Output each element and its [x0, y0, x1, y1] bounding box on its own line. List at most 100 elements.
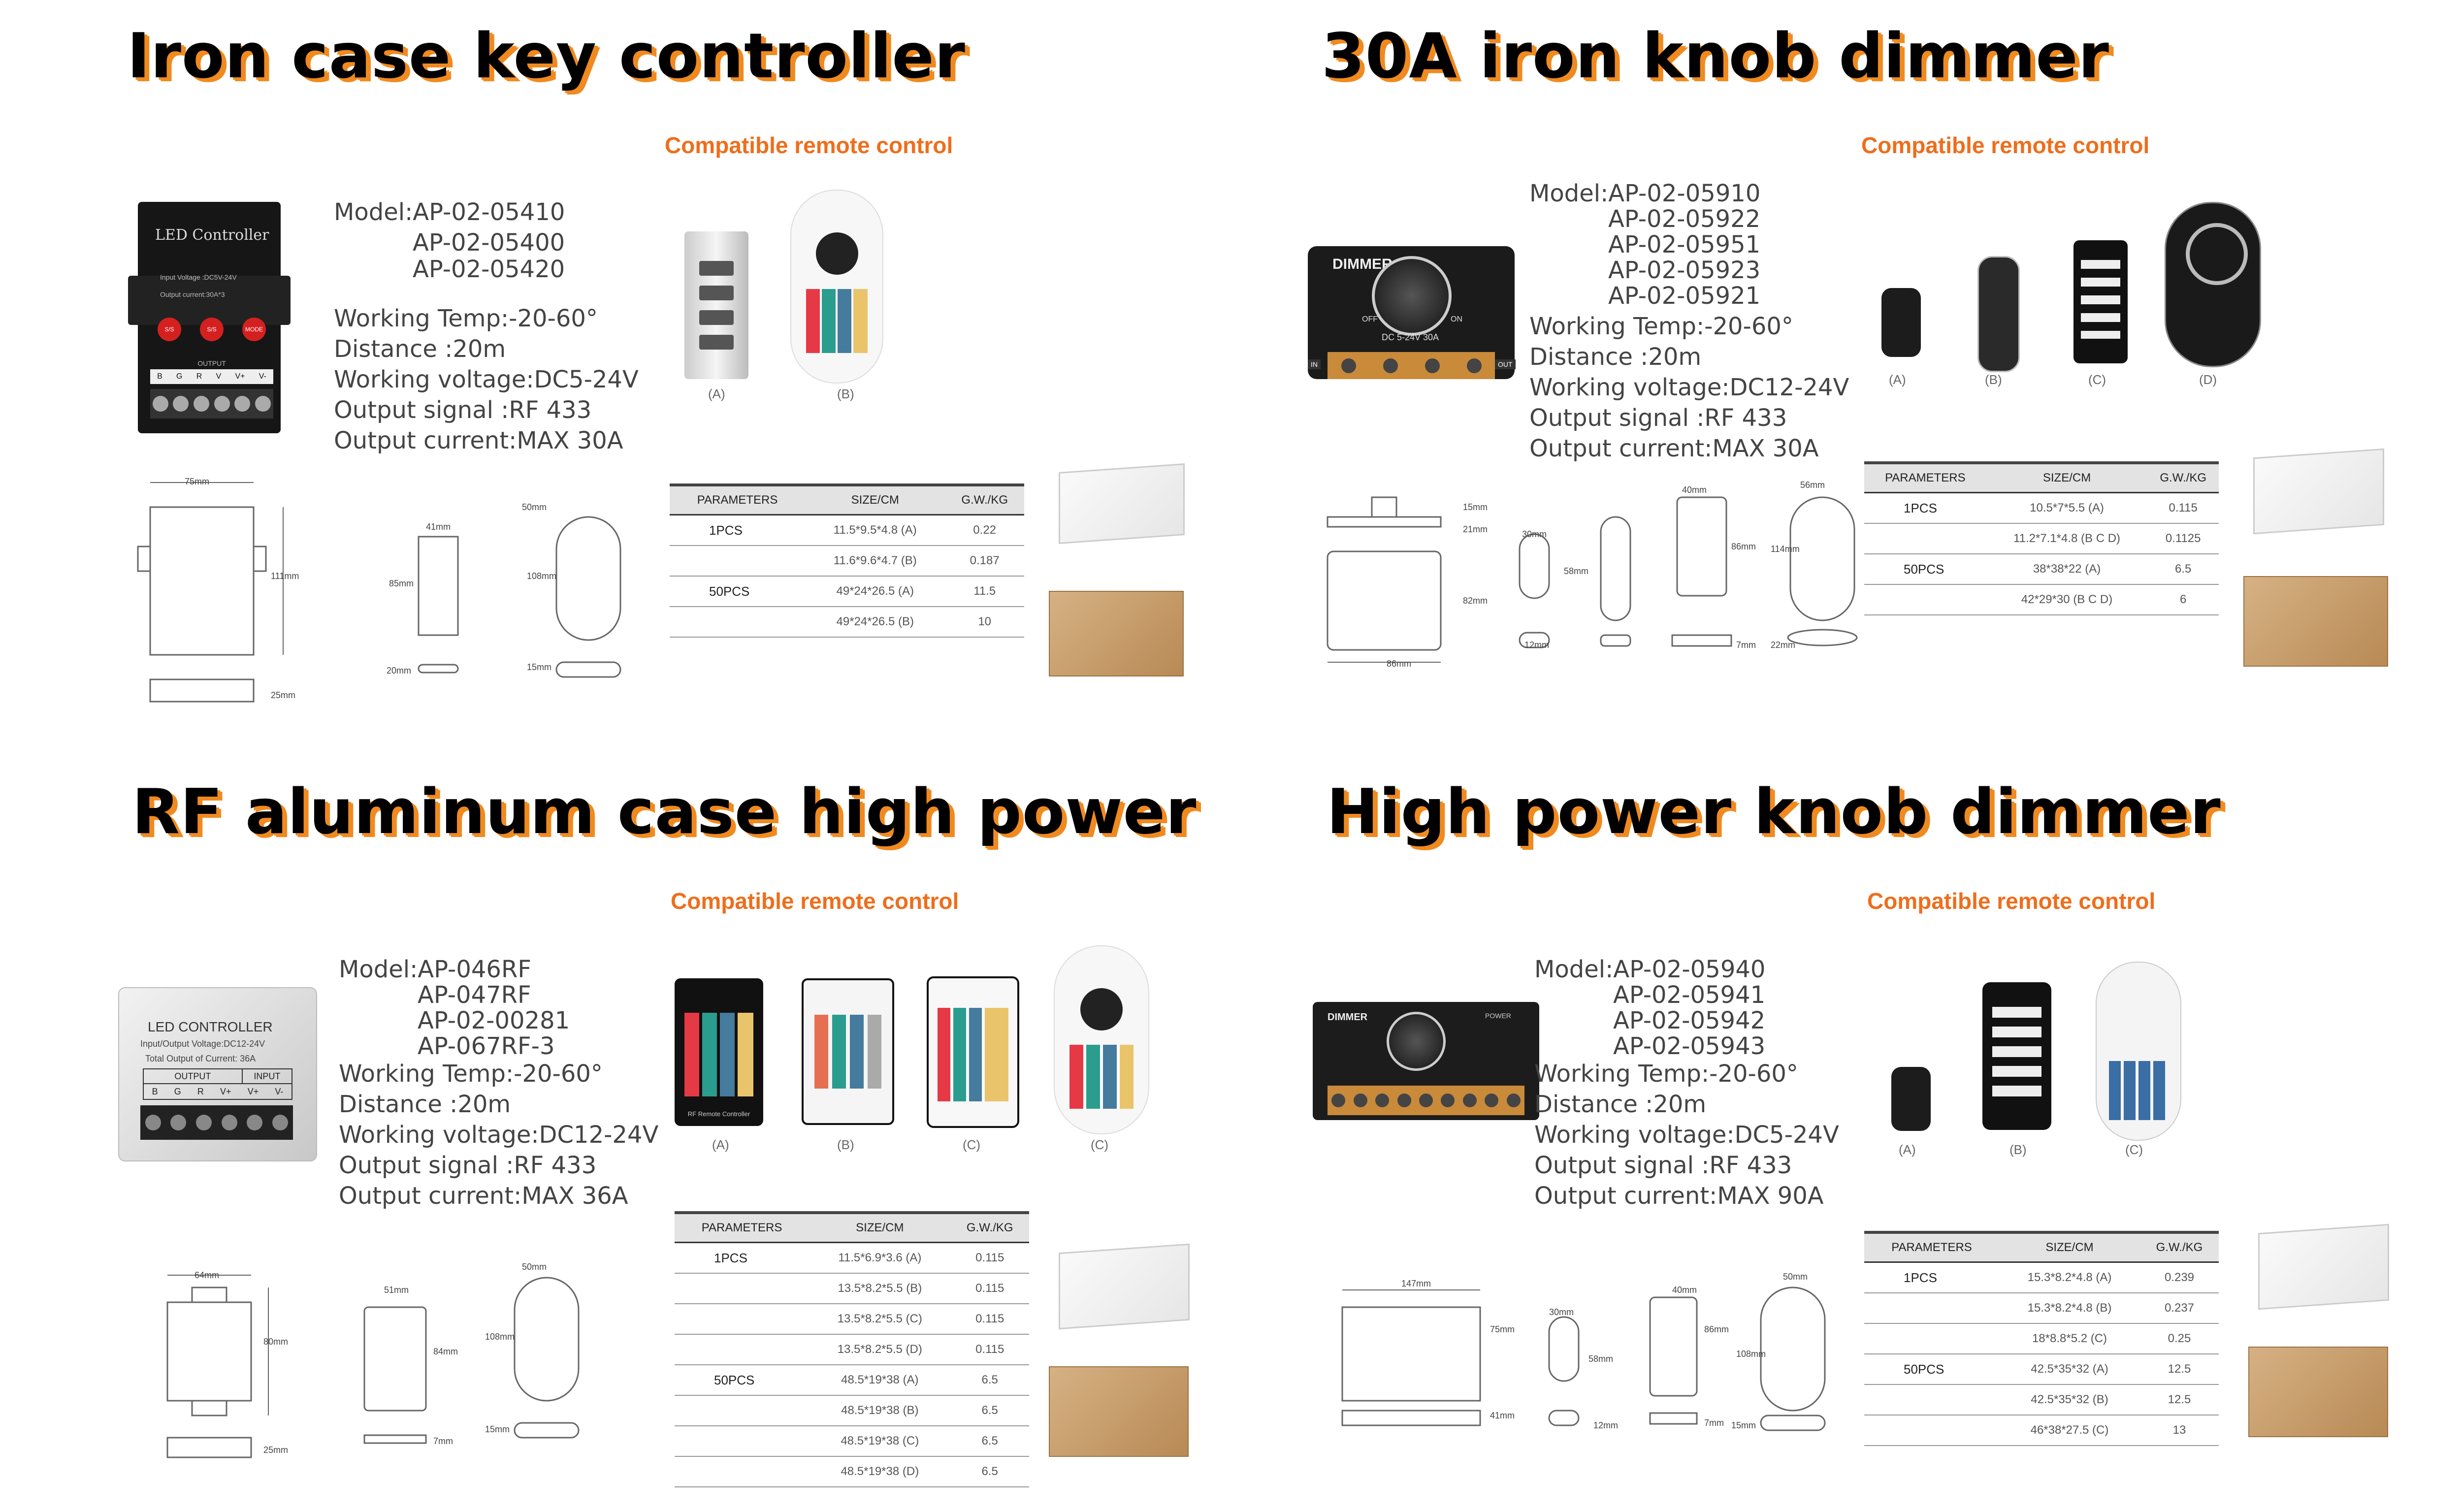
- spec-distance: Distance :20m: [339, 1091, 511, 1118]
- output-label: OUTPUT: [174, 1071, 211, 1081]
- dim-label: 114mm: [1771, 544, 1800, 554]
- section-30a-iron-knob-dimmer: 30A iron knob dimmer Compatible remote c…: [1239, 0, 2462, 756]
- table-cell: 42.5*35*32 (B): [1999, 1384, 2140, 1415]
- table-cell: [675, 1426, 810, 1457]
- device-rating: DC 5-24V 30A: [1382, 332, 1439, 342]
- table-cell: 10.5*7*5.5 (A): [1986, 492, 2148, 524]
- model-label: Model:: [334, 198, 413, 226]
- device-buttons: S/S S/S MODE: [158, 318, 266, 341]
- spec-signal: Output signal :RF 433: [1529, 404, 1787, 432]
- dim-label: 40mm: [1682, 485, 1707, 495]
- dim-label: 108mm: [1736, 1349, 1766, 1359]
- table-row: 18*8.8*5.2 (C)0.25: [1864, 1323, 2219, 1354]
- table-cell: 42.5*35*32 (A): [1999, 1354, 2140, 1385]
- table-cell: [670, 607, 806, 638]
- table-cell: 46*38*27.5 (C): [1999, 1415, 2140, 1446]
- device-out-label: OUT: [1495, 359, 1516, 369]
- table-cell: [675, 1334, 810, 1365]
- table-cell: 48.5*19*38 (B): [809, 1395, 951, 1426]
- table-cell: 13.5*8.2*5.5 (C): [809, 1304, 951, 1335]
- spec-signal: Output signal :RF 433: [339, 1152, 597, 1179]
- dim-label: 56mm: [1800, 480, 1825, 490]
- table-header: SIZE/CM: [1999, 1231, 2140, 1263]
- remote-label: (B): [837, 386, 854, 401]
- dim-label: 30mm: [1522, 529, 1547, 539]
- dim-label: 15mm: [527, 662, 552, 672]
- device-label: DIMMER: [1328, 1012, 1368, 1023]
- model-number: AP-046RF: [418, 956, 531, 983]
- dim-label: 15mm: [485, 1424, 510, 1434]
- dim-label: 85mm: [389, 579, 414, 588]
- model-number: AP-02-05951: [1608, 231, 1761, 258]
- remote-c: [927, 976, 1019, 1128]
- spec-current: Output current:MAX 90A: [1534, 1182, 1824, 1210]
- white-box-image: [1059, 1243, 1190, 1330]
- spec-voltage: Working voltage:DC12-24V: [1529, 374, 1849, 401]
- table-header: PARAMETERS: [670, 483, 806, 515]
- terminal-block: [1328, 352, 1495, 379]
- table-row: 48.5*19*38 (C)6.5: [675, 1426, 1029, 1457]
- dim-label: 40mm: [1672, 1285, 1697, 1295]
- input-label: INPUT: [241, 1069, 292, 1083]
- table-cell: 13: [2139, 1415, 2219, 1446]
- table-cell: 50PCS: [1864, 554, 1986, 585]
- table-header: G.W./KG: [945, 483, 1024, 515]
- remote-label: (D): [2199, 372, 2217, 387]
- dim-label: 75mm: [1490, 1324, 1515, 1334]
- spec-voltage: Working voltage:DC5-24V: [334, 366, 639, 393]
- table-header: SIZE/CM: [805, 483, 945, 515]
- table-row: 13.5*8.2*5.5 (B)0.115: [675, 1273, 1029, 1304]
- compatible-remote-heading: Compatible remote control: [671, 888, 959, 914]
- remote-label: (C): [2088, 372, 2106, 387]
- table-cell: 11.5*9.5*4.8 (A): [805, 515, 945, 546]
- device-button: MODE: [242, 318, 266, 341]
- spec-list: Model:AP-02-05410 AP-02-05400 AP-02-0542…: [334, 197, 639, 456]
- dim-label: 7mm: [1736, 640, 1756, 650]
- remote-a: [1881, 288, 1921, 357]
- spec-list: Model:AP-02-05910 AP-02-05922 AP-02-0595…: [1529, 178, 1849, 464]
- model-number: AP-02-05943: [1613, 1032, 1766, 1060]
- table-cell: 1PCS: [670, 515, 806, 546]
- controller-dimension-drawing: [166, 1275, 269, 1458]
- table-header: G.W./KG: [2139, 1231, 2219, 1263]
- model-row: Model:AP-02-05910: [1529, 178, 1849, 207]
- remote-a: RF Remote Controller: [675, 978, 763, 1126]
- table-row: 11.6*9.6*4.7 (B)0.187: [670, 546, 1024, 577]
- table-header: SIZE/CM: [1986, 461, 2148, 493]
- table-cell: 11.2*7.1*4.8 (B C D): [1986, 523, 2148, 554]
- table-cell: 0.115: [950, 1273, 1029, 1304]
- carton-box-image: [1049, 1366, 1189, 1457]
- model-label: Model:: [1529, 180, 1609, 207]
- spec-distance: Distance :20m: [334, 335, 506, 363]
- remote-d: [1054, 945, 1149, 1134]
- table-cell: 6: [2147, 584, 2219, 615]
- pin-label: V+: [220, 1087, 231, 1096]
- table-cell: [1864, 1384, 2000, 1415]
- power-label: POWER: [1485, 1012, 1511, 1020]
- table-row: 42*29*30 (B C D)6: [1864, 584, 2219, 615]
- table-cell: 0.1125: [2147, 523, 2219, 554]
- table-cell: 1PCS: [1864, 492, 1986, 524]
- table-cell: 11.5*6.9*3.6 (A): [809, 1242, 951, 1274]
- table-row: 15.3*8.2*4.8 (B)0.237: [1864, 1293, 2219, 1324]
- device-voltage: Input Voltage :DC5V-24V: [160, 273, 237, 281]
- table-cell: 12.5: [2139, 1384, 2219, 1415]
- carton-box-image: [2243, 576, 2388, 667]
- controller-dimension-drawing: [137, 482, 284, 703]
- compatible-remote-heading: Compatible remote control: [665, 132, 953, 158]
- spec-list: Model:AP-046RF AP-047RF AP-02-00281 AP-0…: [339, 954, 658, 1211]
- table-row: 49*24*26.5 (B)10: [670, 607, 1024, 638]
- table-cell: 50PCS: [670, 576, 806, 607]
- table-cell: [1864, 1323, 2000, 1354]
- table-cell: [675, 1395, 810, 1426]
- dim-label: 86mm: [1731, 542, 1756, 551]
- table-cell: [1864, 1293, 2000, 1324]
- dim-label: 21mm: [1463, 524, 1488, 534]
- table-cell: 6.5: [950, 1365, 1029, 1396]
- terminal-block: [140, 1105, 293, 1140]
- table-row: 46*38*27.5 (C)13: [1864, 1415, 2219, 1446]
